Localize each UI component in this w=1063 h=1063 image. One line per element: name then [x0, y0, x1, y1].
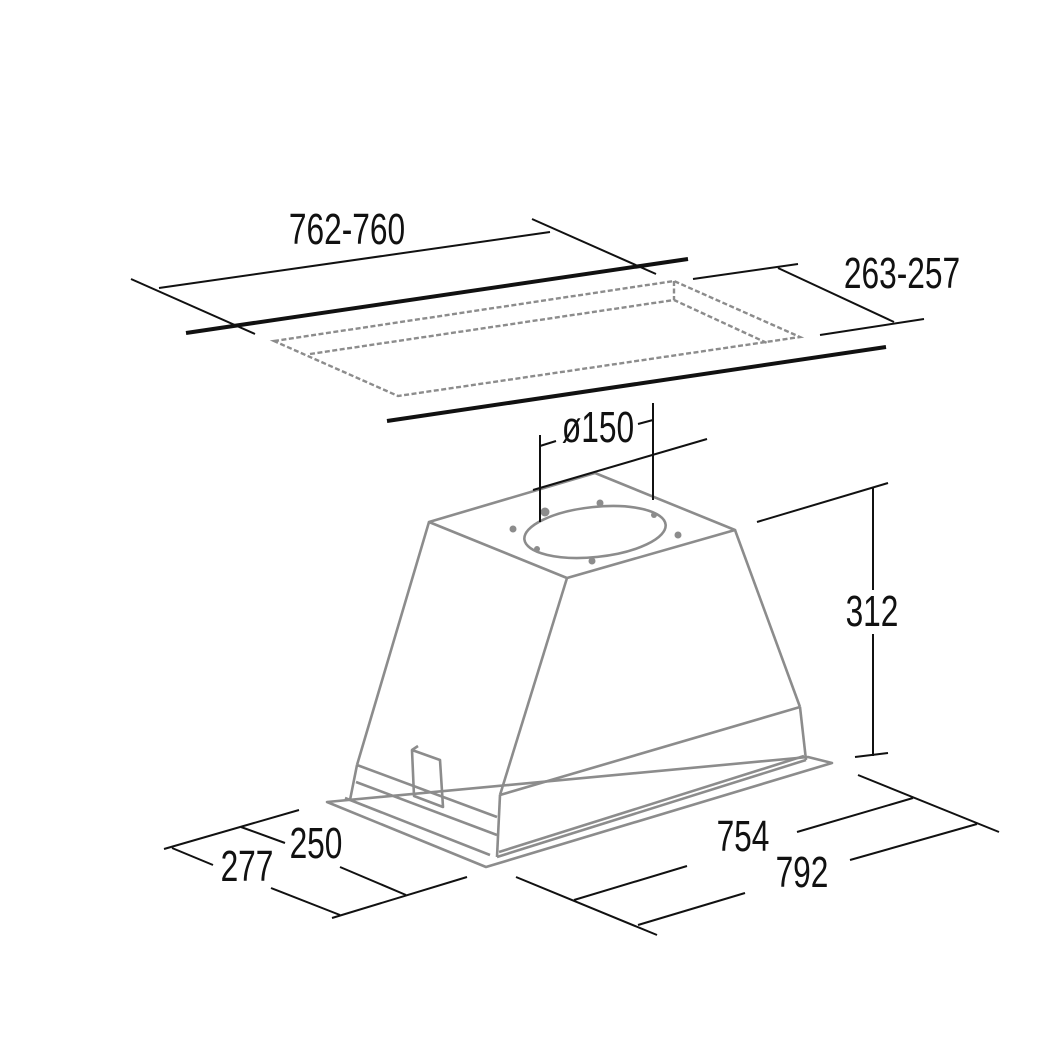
hood-edge: [498, 577, 569, 796]
dimension-line-diameter: [532, 438, 708, 491]
extension-line: [331, 876, 468, 919]
filter-clip: [410, 748, 445, 809]
hood-bottom-edge: [496, 758, 807, 859]
extension-line: [531, 218, 657, 275]
dimension-tick: [637, 419, 654, 425]
extension-line: [692, 263, 799, 280]
hood-edge: [495, 794, 502, 858]
cutout-width-label: 762-760: [288, 205, 406, 254]
dimension-line-flange-depth: [270, 887, 341, 916]
cutout-depth-label: 263-257: [843, 249, 961, 298]
cabinet-edge-line-front: [386, 345, 887, 423]
dimension-line-body-depth: [240, 826, 286, 844]
flange-inner-edge: [344, 796, 491, 857]
flange-width-label: 792: [775, 848, 829, 897]
hood-bottom-edge-inner: [498, 754, 805, 854]
duct-dimension: [532, 403, 708, 522]
extension-line: [857, 774, 1000, 833]
hood-band-line: [499, 705, 801, 797]
hood-edge: [733, 529, 802, 708]
dimension-line-flange-width: [849, 823, 978, 861]
height-label: 312: [844, 587, 900, 636]
hood-flange: [325, 755, 834, 869]
hood-side-band: [355, 780, 498, 837]
dimension-line-cutout-width: [158, 231, 551, 289]
extension-line: [515, 876, 658, 936]
hood-edge: [355, 521, 431, 766]
body-width-label: 754: [716, 812, 770, 861]
dimension-line-body-depth: [339, 866, 407, 896]
cutout-diagram: [130, 218, 925, 423]
cutout-inner-dashed: [309, 298, 768, 356]
duct-diameter-label: ø150: [560, 403, 636, 452]
extension-line: [130, 278, 256, 335]
dimension-line-flange-depth: [171, 847, 214, 866]
filter-clip-edge: [411, 744, 419, 752]
dimension-line-flange-width: [637, 892, 746, 926]
dimension-line-body-width: [573, 865, 688, 901]
hood-body: [325, 471, 834, 869]
dimension-line-cutout-depth: [777, 267, 895, 323]
extension-line: [163, 809, 300, 850]
extension-line: [854, 752, 889, 758]
bottom-dimensions: [163, 774, 1000, 936]
flange-depth-label: 277: [220, 842, 274, 891]
cabinet-edge-line-back: [185, 257, 689, 335]
mounting-holes: [509, 499, 682, 565]
hood-side-band: [356, 763, 498, 819]
dimension-line-body-width: [796, 797, 914, 833]
hood-edge: [348, 764, 359, 801]
duct-outlet-circle: [523, 504, 667, 560]
extension-line: [819, 318, 925, 336]
extension-line: [756, 482, 889, 523]
cutout-outline-dashed: [269, 279, 805, 398]
body-depth-label: 250: [289, 819, 343, 868]
hood-top-face: [427, 471, 737, 580]
dimension-tick: [539, 440, 557, 447]
hood-edge: [798, 706, 808, 761]
